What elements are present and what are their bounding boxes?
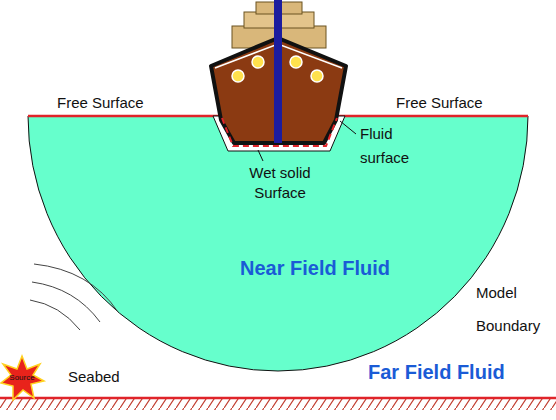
portholes <box>232 56 323 82</box>
wet-surface-dashed <box>222 118 337 146</box>
source-star <box>1 356 44 400</box>
source-label: Source <box>2 373 42 383</box>
wave-arcs <box>30 264 118 330</box>
leader-line <box>258 150 263 161</box>
leader-line <box>340 121 356 134</box>
ship-mast <box>274 0 282 143</box>
seabed-hatching <box>0 398 556 410</box>
free-surface-label: Free Surface <box>396 94 516 112</box>
fluid-surface-label: Fluid surface <box>360 122 426 170</box>
region-label: Far Field Fluid <box>368 360 548 384</box>
boundary-label: Model Boundary <box>476 276 552 342</box>
region-label: Near Field Fluid <box>200 256 430 280</box>
seabed-label: Seabed <box>68 368 138 386</box>
free-surface-label: Free Surface <box>57 94 177 112</box>
seabed-line <box>0 397 556 400</box>
near-field-region <box>28 116 528 371</box>
wet-surface-label: Wet solid Surface <box>232 163 328 203</box>
